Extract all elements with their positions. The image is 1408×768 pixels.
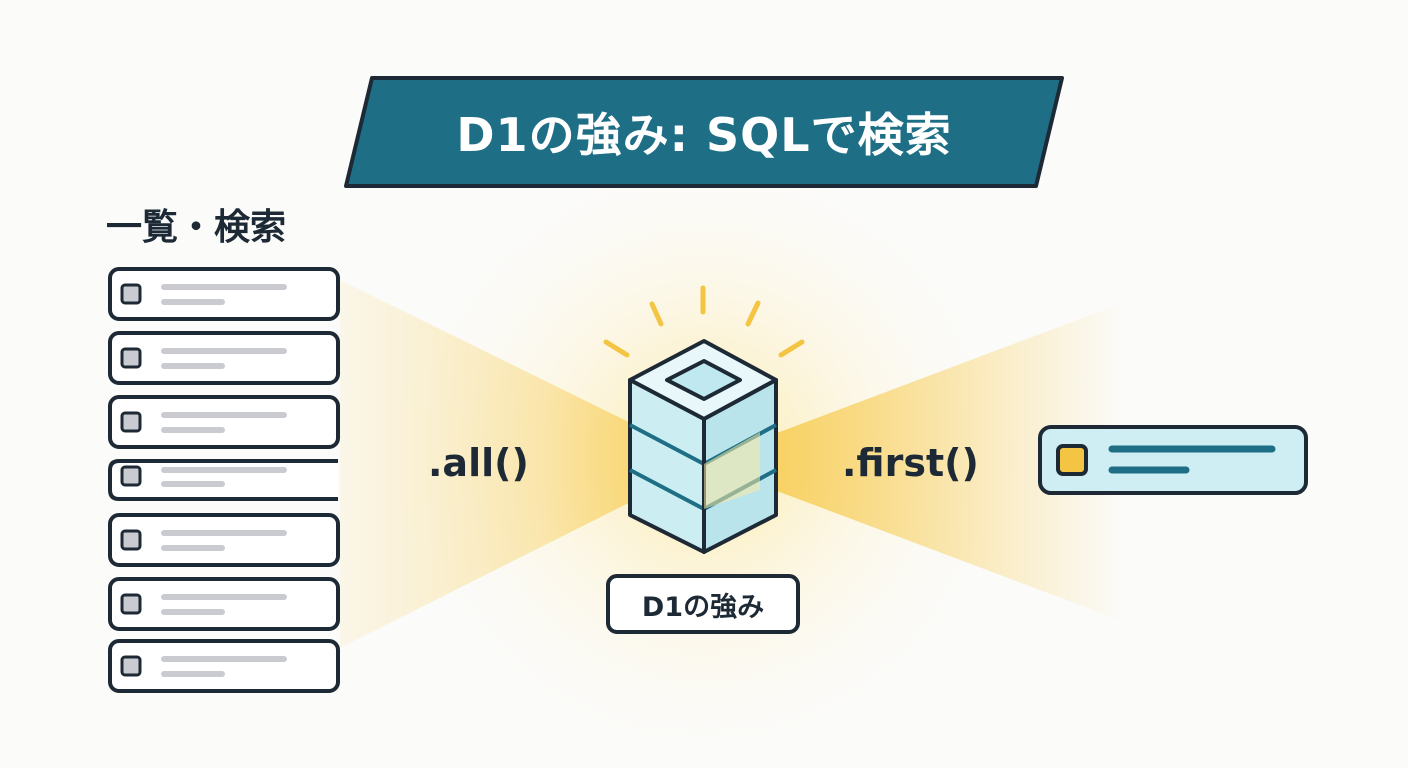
- list-item: [108, 459, 338, 501]
- list-item: [108, 267, 340, 321]
- first-result-item: [1038, 425, 1308, 495]
- database-label-box: [606, 574, 800, 634]
- sparkle-icon: [603, 285, 805, 358]
- record-list: [108, 267, 340, 693]
- first-beam: [700, 302, 1125, 622]
- page-title: D1の強み: SQLで検索: [456, 108, 952, 162]
- list-heading: 一覧・検索: [106, 207, 287, 248]
- database-icon: [628, 339, 778, 554]
- list-item: [108, 577, 340, 631]
- all-method-label: .all(): [428, 441, 529, 485]
- list-item: [108, 639, 340, 693]
- all-beam: [340, 280, 710, 648]
- list-item: [108, 395, 340, 449]
- title-banner: [344, 76, 1064, 188]
- database-label: D1の強み: [641, 591, 765, 623]
- first-method-label: .first(): [842, 441, 979, 485]
- list-item: [108, 513, 340, 567]
- list-item: [108, 331, 340, 385]
